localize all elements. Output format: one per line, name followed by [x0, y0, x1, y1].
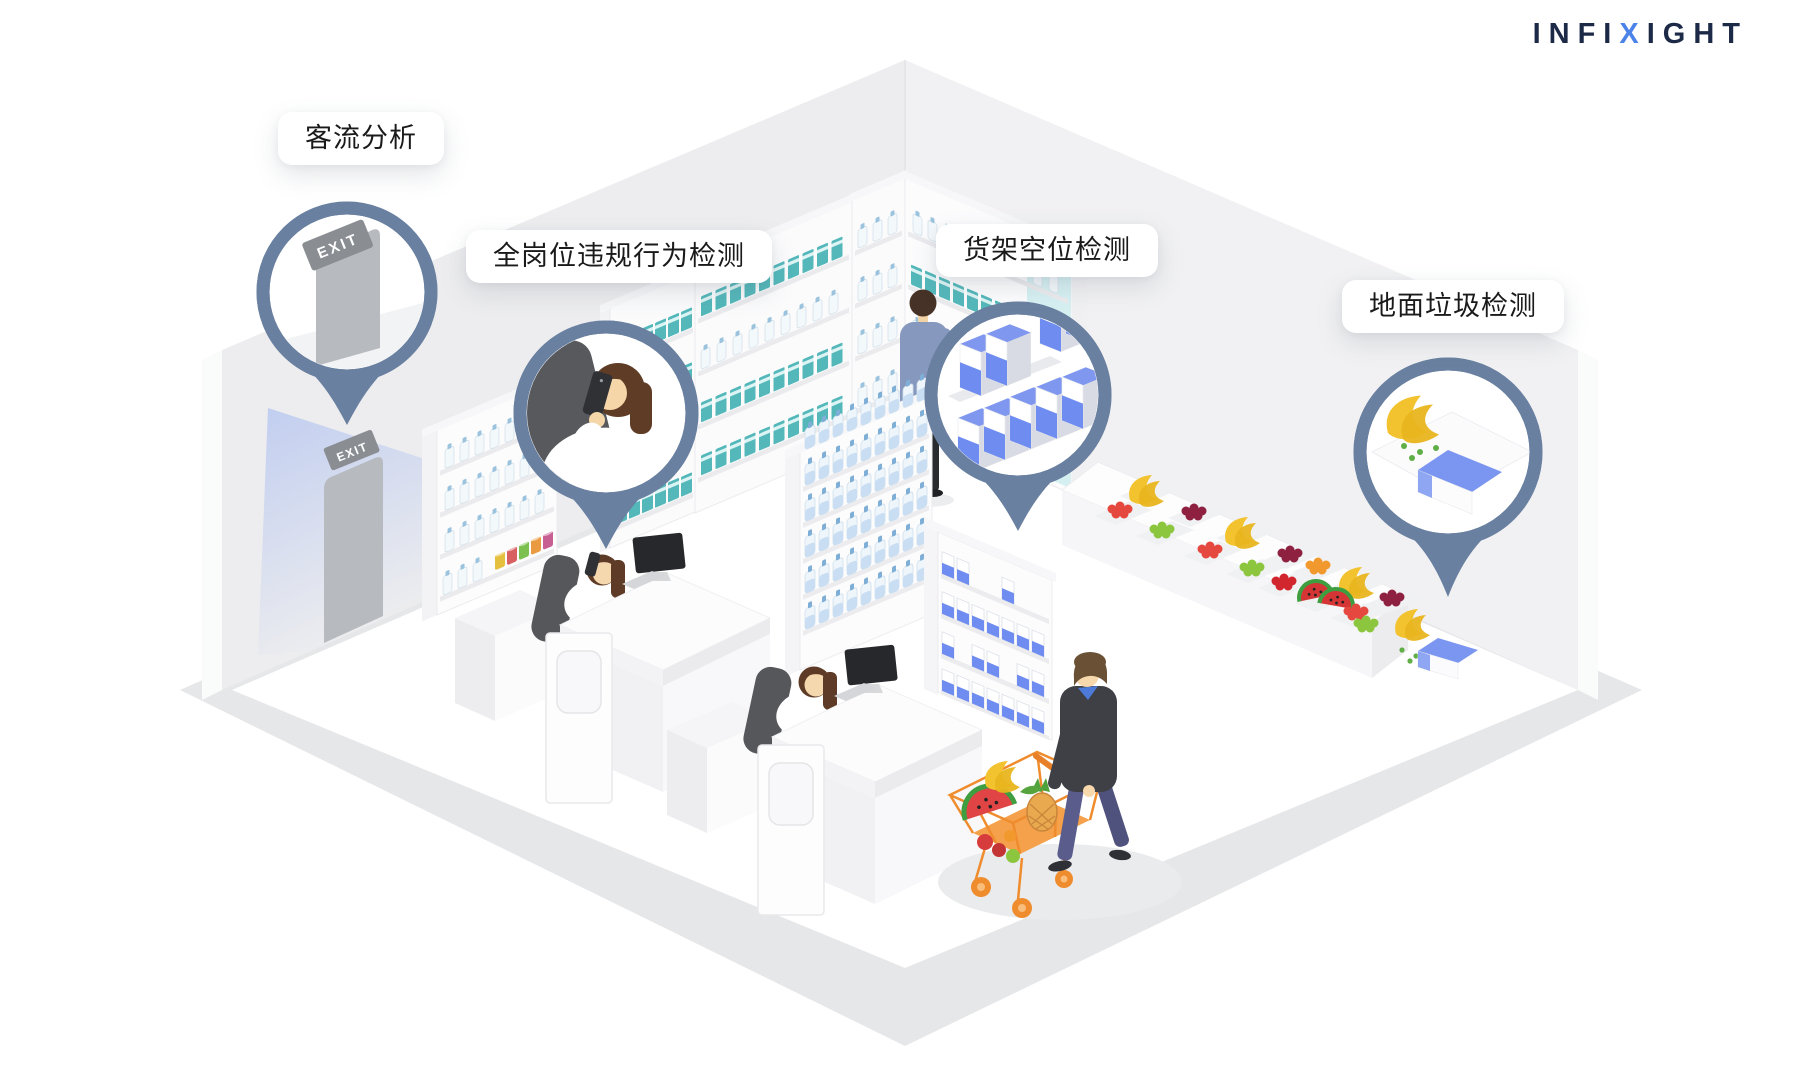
pin-floor-trash — [1353, 357, 1543, 597]
pin-violation — [513, 320, 699, 549]
logo-prefix: INFI — [1532, 18, 1620, 50]
logo-x: X — [1619, 18, 1647, 50]
shopper-with-cart — [938, 652, 1182, 920]
shopping-cart — [947, 750, 1103, 918]
produce-counter — [1061, 461, 1424, 678]
cart-groceries — [961, 761, 1058, 863]
exit-door — [324, 457, 383, 643]
callout-floor-trash: 地面垃圾检测 — [1342, 280, 1564, 333]
cashier-phone — [584, 551, 601, 577]
shopper — [1048, 652, 1131, 872]
brand-logo: INFIXIGHT — [1533, 18, 1748, 51]
shelf-water-bottles — [785, 370, 933, 677]
pin-phone — [582, 371, 613, 418]
right-wall-edge — [1578, 350, 1598, 700]
callout-violation: 全岗位违规行为检测 — [466, 230, 772, 283]
logo-suffix: IGHT — [1646, 18, 1748, 50]
floor-trash — [1395, 609, 1478, 680]
callout-shelf-gap: 货架空位检测 — [936, 224, 1158, 277]
callout-customer-flow: 客流分析 — [278, 112, 444, 165]
exit-door-area: EXIT — [258, 408, 434, 655]
pin-customer-flow: EXIT — [256, 201, 438, 425]
shelf-blue-boxes — [924, 517, 1056, 742]
store-floor — [232, 398, 1578, 968]
pin-shelf-gap — [924, 301, 1112, 531]
left-wall-edge — [202, 350, 222, 700]
